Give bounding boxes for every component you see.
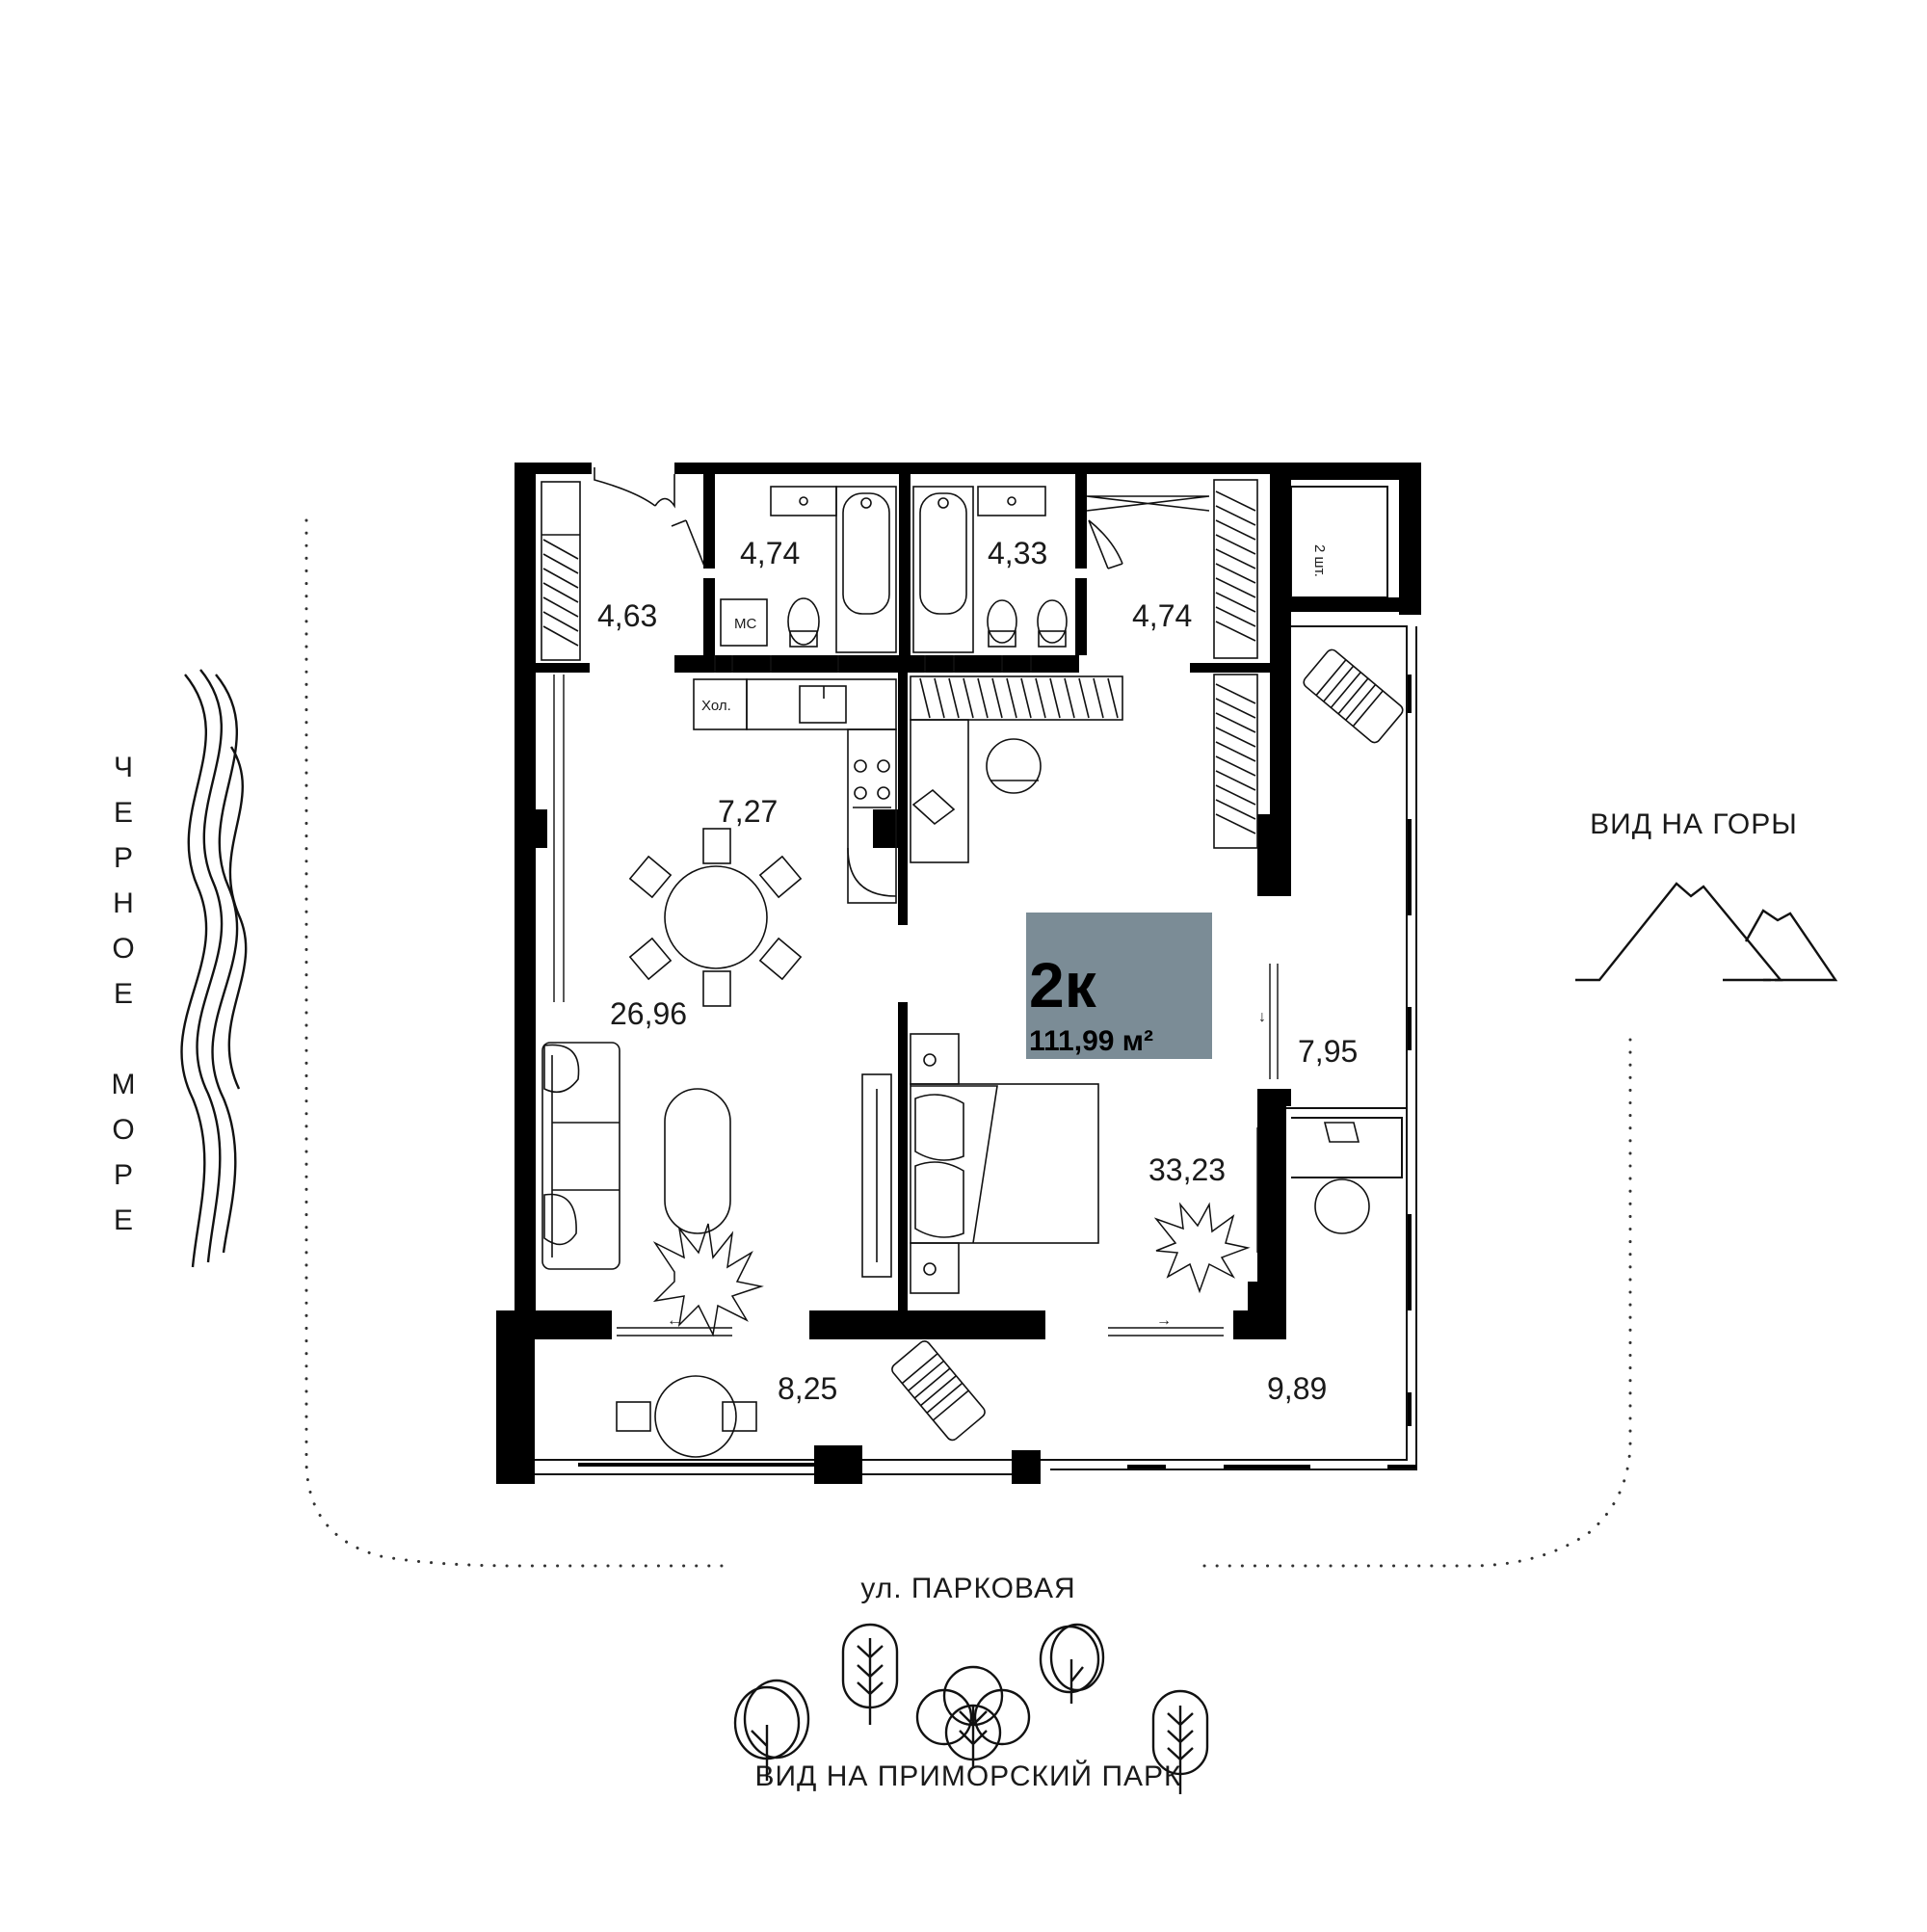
glazing-marks (578, 675, 1416, 1469)
bathroom-2-fixtures (912, 486, 1068, 673)
dining-set (628, 828, 803, 1007)
room-area-kitchen: 7,27 (718, 794, 778, 829)
terrace-outlines (507, 486, 1417, 1475)
bedroom-plant-icon (1153, 1202, 1251, 1294)
bed (861, 1033, 1099, 1294)
sea-label: ЧЕРНОЕ МОРЕ (108, 752, 140, 1250)
doors (594, 467, 1123, 569)
balcony-furniture (616, 648, 1404, 1458)
park-label: ВИД НА ПРИМОРСКИЙ ПАРК (754, 1760, 1181, 1792)
sofa (541, 1042, 731, 1270)
sliding-doors (617, 964, 1279, 1337)
arrow-right: → (1156, 1312, 1172, 1329)
fridge-label: Хол. (701, 698, 731, 714)
mountains-icon (1575, 882, 1838, 982)
room-area-bathroom-2: 4,33 (988, 536, 1047, 570)
storage-label: 2 шт. (1311, 544, 1328, 577)
room-area-bedroom: 33,23 (1148, 1152, 1226, 1187)
plant-icon (652, 1223, 764, 1337)
sea-waves-icon (180, 669, 248, 1268)
apartment-total-area: 111,99 м² (1029, 1025, 1153, 1057)
mountains-label: ВИД НА ГОРЫ (1590, 808, 1798, 840)
apartment-badge (1026, 913, 1212, 1059)
walls (496, 463, 1421, 1484)
site-boundary (304, 518, 1632, 1568)
arrow-down: ↓ (1258, 1009, 1266, 1025)
kitchen-fixtures (693, 678, 897, 904)
room-area-living: 26,96 (610, 996, 687, 1031)
room-area-terrace-southeast: 9,89 (1267, 1371, 1327, 1406)
arrow-left: ← (667, 1312, 682, 1329)
room-area-dressing: 4,74 (1132, 598, 1192, 633)
room-area-hall-wardrobe: 4,63 (597, 598, 657, 633)
apartment-type-label: 2к (1029, 949, 1097, 1020)
washer-label: МС (734, 616, 756, 632)
hall-wardrobe (541, 481, 581, 1002)
street-label: ул. ПАРКОВАЯ (860, 1573, 1075, 1604)
room-area-terrace-east: 7,95 (1298, 1034, 1358, 1069)
study-desk (910, 719, 1042, 863)
dressing-wardrobes (910, 479, 1258, 849)
room-area-balcony-south: 8,25 (778, 1371, 837, 1406)
trees-icon (733, 1623, 1209, 1794)
bathroom-1-fixtures (714, 486, 897, 673)
room-area-bathroom-1: 4,74 (740, 536, 800, 570)
